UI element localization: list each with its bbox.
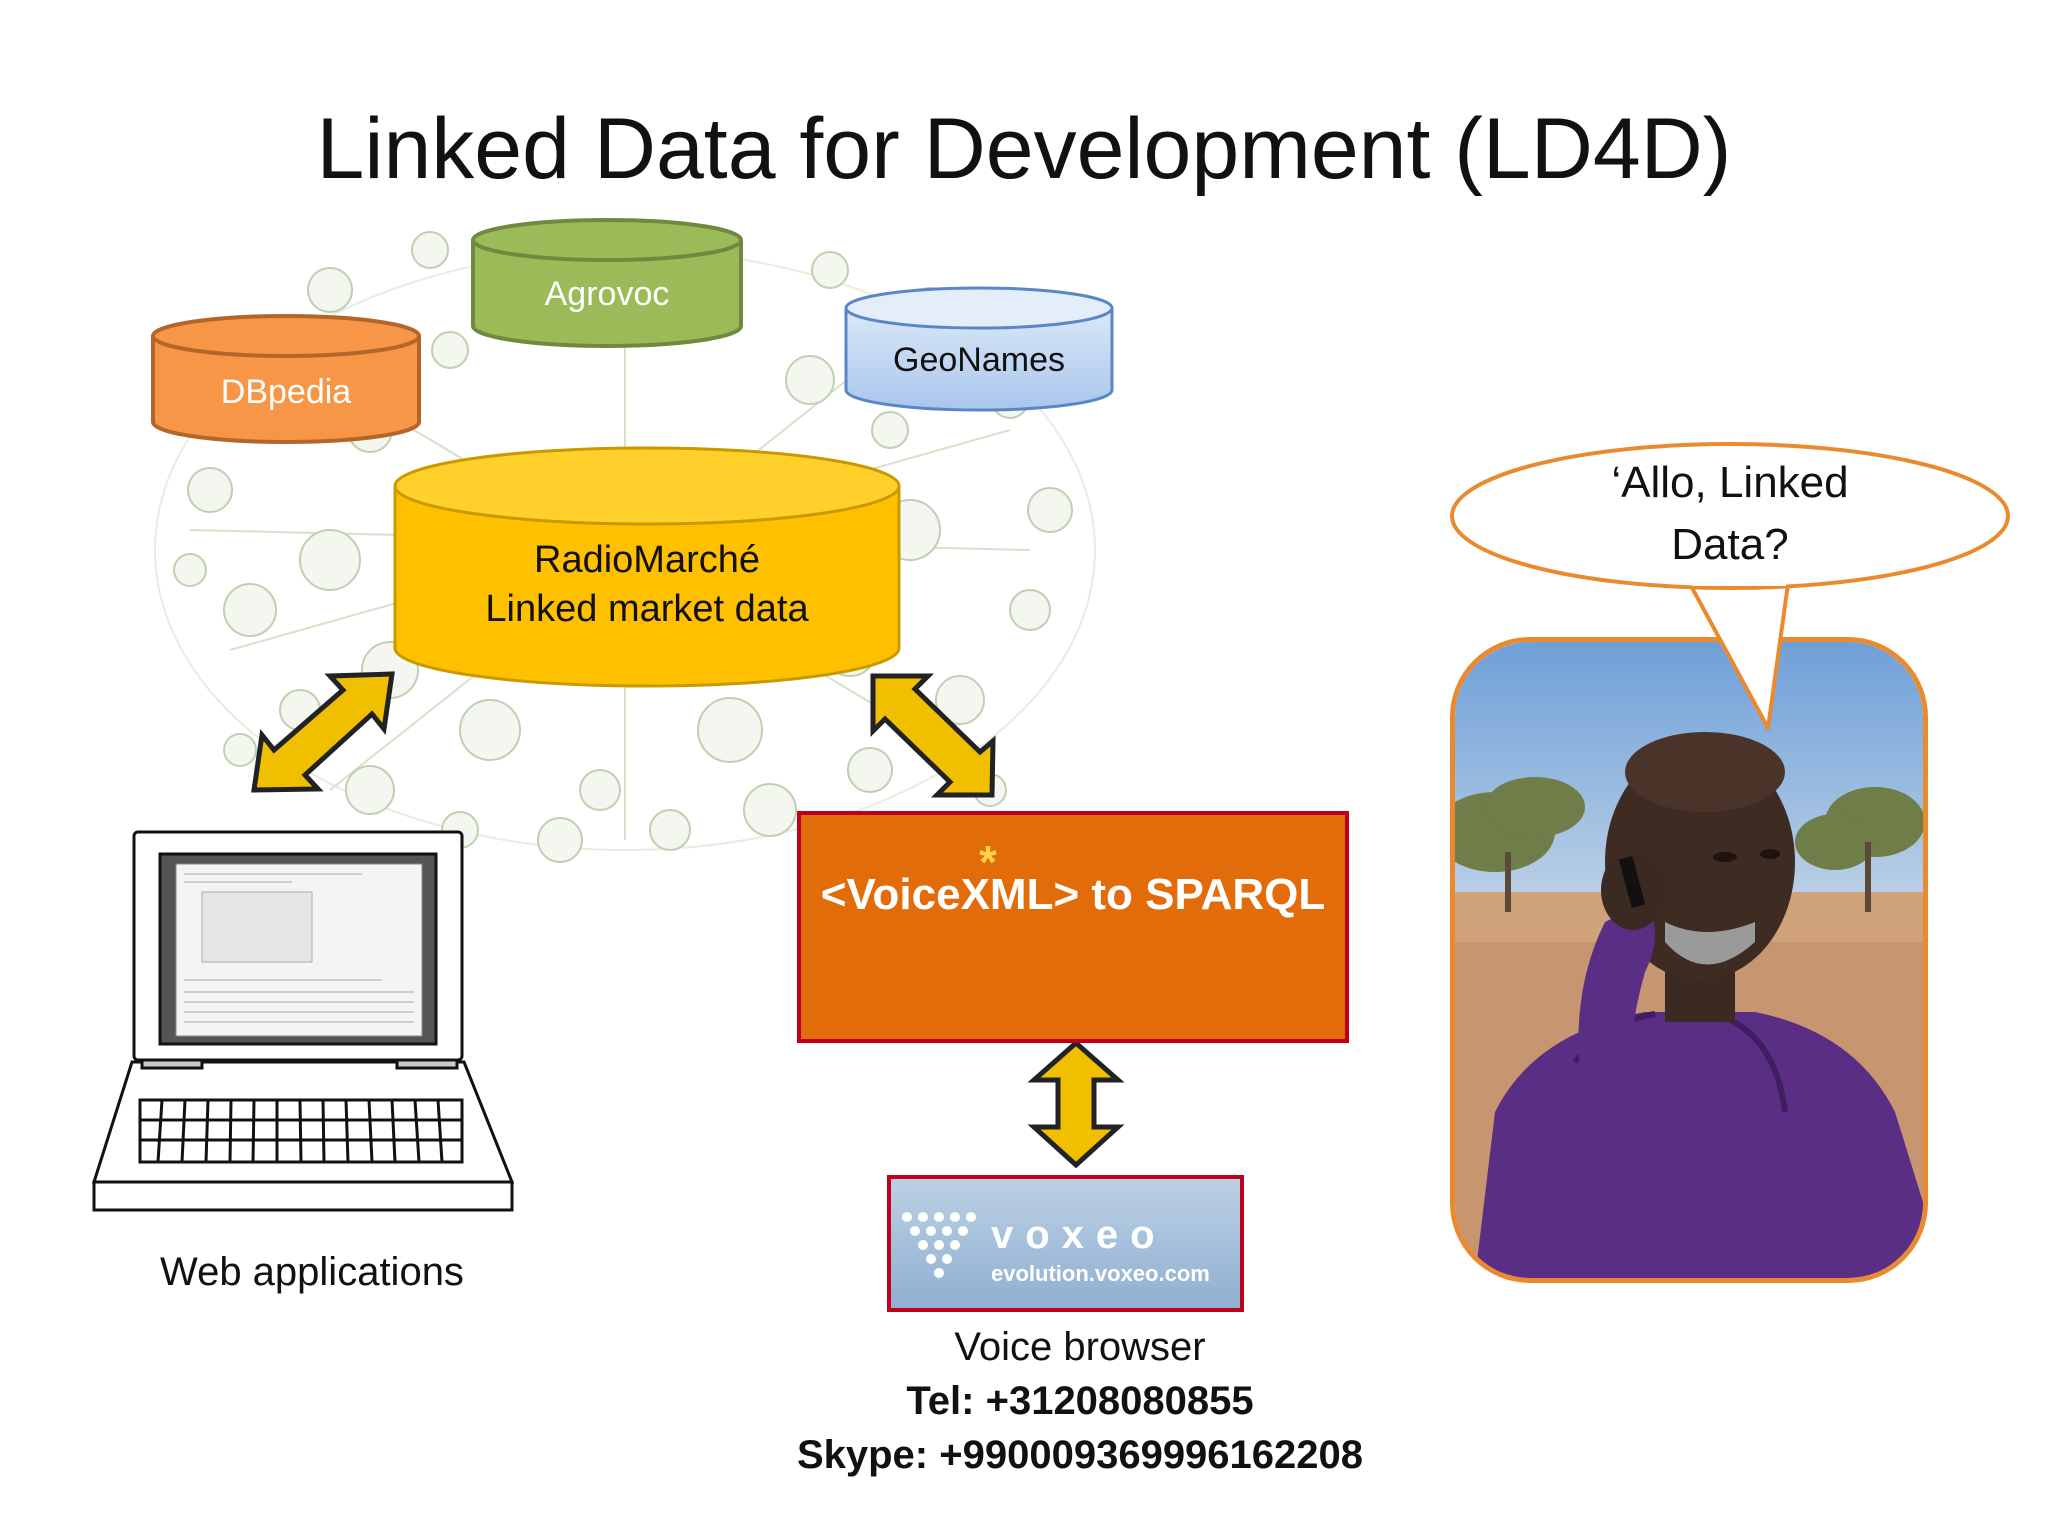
slide-title: Linked Data for Development (LD4D) [316, 101, 1732, 197]
agrovoc-label: Agrovoc [544, 275, 670, 313]
voxeo-dots-icon [902, 1212, 976, 1278]
farmer-photo [1450, 637, 1928, 1283]
speech-bubble-text: ‘Allo, Linked Data? [1540, 452, 1920, 575]
voice-browser-skype: Skype: +990009369996162208 [796, 1433, 1364, 1477]
dbpedia-label: DBpedia [220, 373, 352, 411]
arrow-radiomarche-voicexml [870, 673, 996, 798]
radiomarche-label: RadioMarché Linked market data [392, 536, 902, 635]
dbpedia-cylinder [151, 314, 421, 444]
speech-line-1: ‘Allo, Linked [1611, 458, 1849, 507]
voicexml-sparql-box: <VoiceXML> to SPARQL * [797, 811, 1349, 1043]
geonames-cylinder [844, 286, 1114, 412]
web-applications-caption: Web applications [160, 1250, 464, 1294]
voxeo-url: evolution.voxeo.com [991, 1261, 1210, 1286]
speech-line-2: Data? [1671, 519, 1789, 569]
radiomarche-cylinder [393, 446, 901, 688]
star-icon: * [979, 836, 997, 888]
radiomarche-label-line1: RadioMarché [534, 539, 760, 581]
voxeo-wordmark: voxeo [991, 1213, 1167, 1257]
voice-browser-tel: Tel: +31208080855 [906, 1379, 1254, 1423]
arrow-radiomarche-web [251, 671, 395, 793]
agrovoc-cylinder [471, 218, 743, 348]
voice-browser-info: Voice browser Tel: +31208080855 Skype: +… [700, 1320, 1460, 1482]
voicexml-sparql-label: <VoiceXML> to SPARQL [820, 870, 1326, 919]
laptop-illustration [92, 830, 515, 1212]
geonames-label: GeoNames [893, 341, 1065, 379]
farmer-on-phone-image [1455, 642, 1923, 1278]
radiomarche-label-line2: Linked market data [485, 588, 809, 631]
arrow-voicexml-voxeo [1027, 1039, 1125, 1169]
voxeo-logo: voxeo evolution.voxeo.com [887, 1175, 1244, 1312]
voice-browser-caption: Voice browser [954, 1325, 1206, 1369]
